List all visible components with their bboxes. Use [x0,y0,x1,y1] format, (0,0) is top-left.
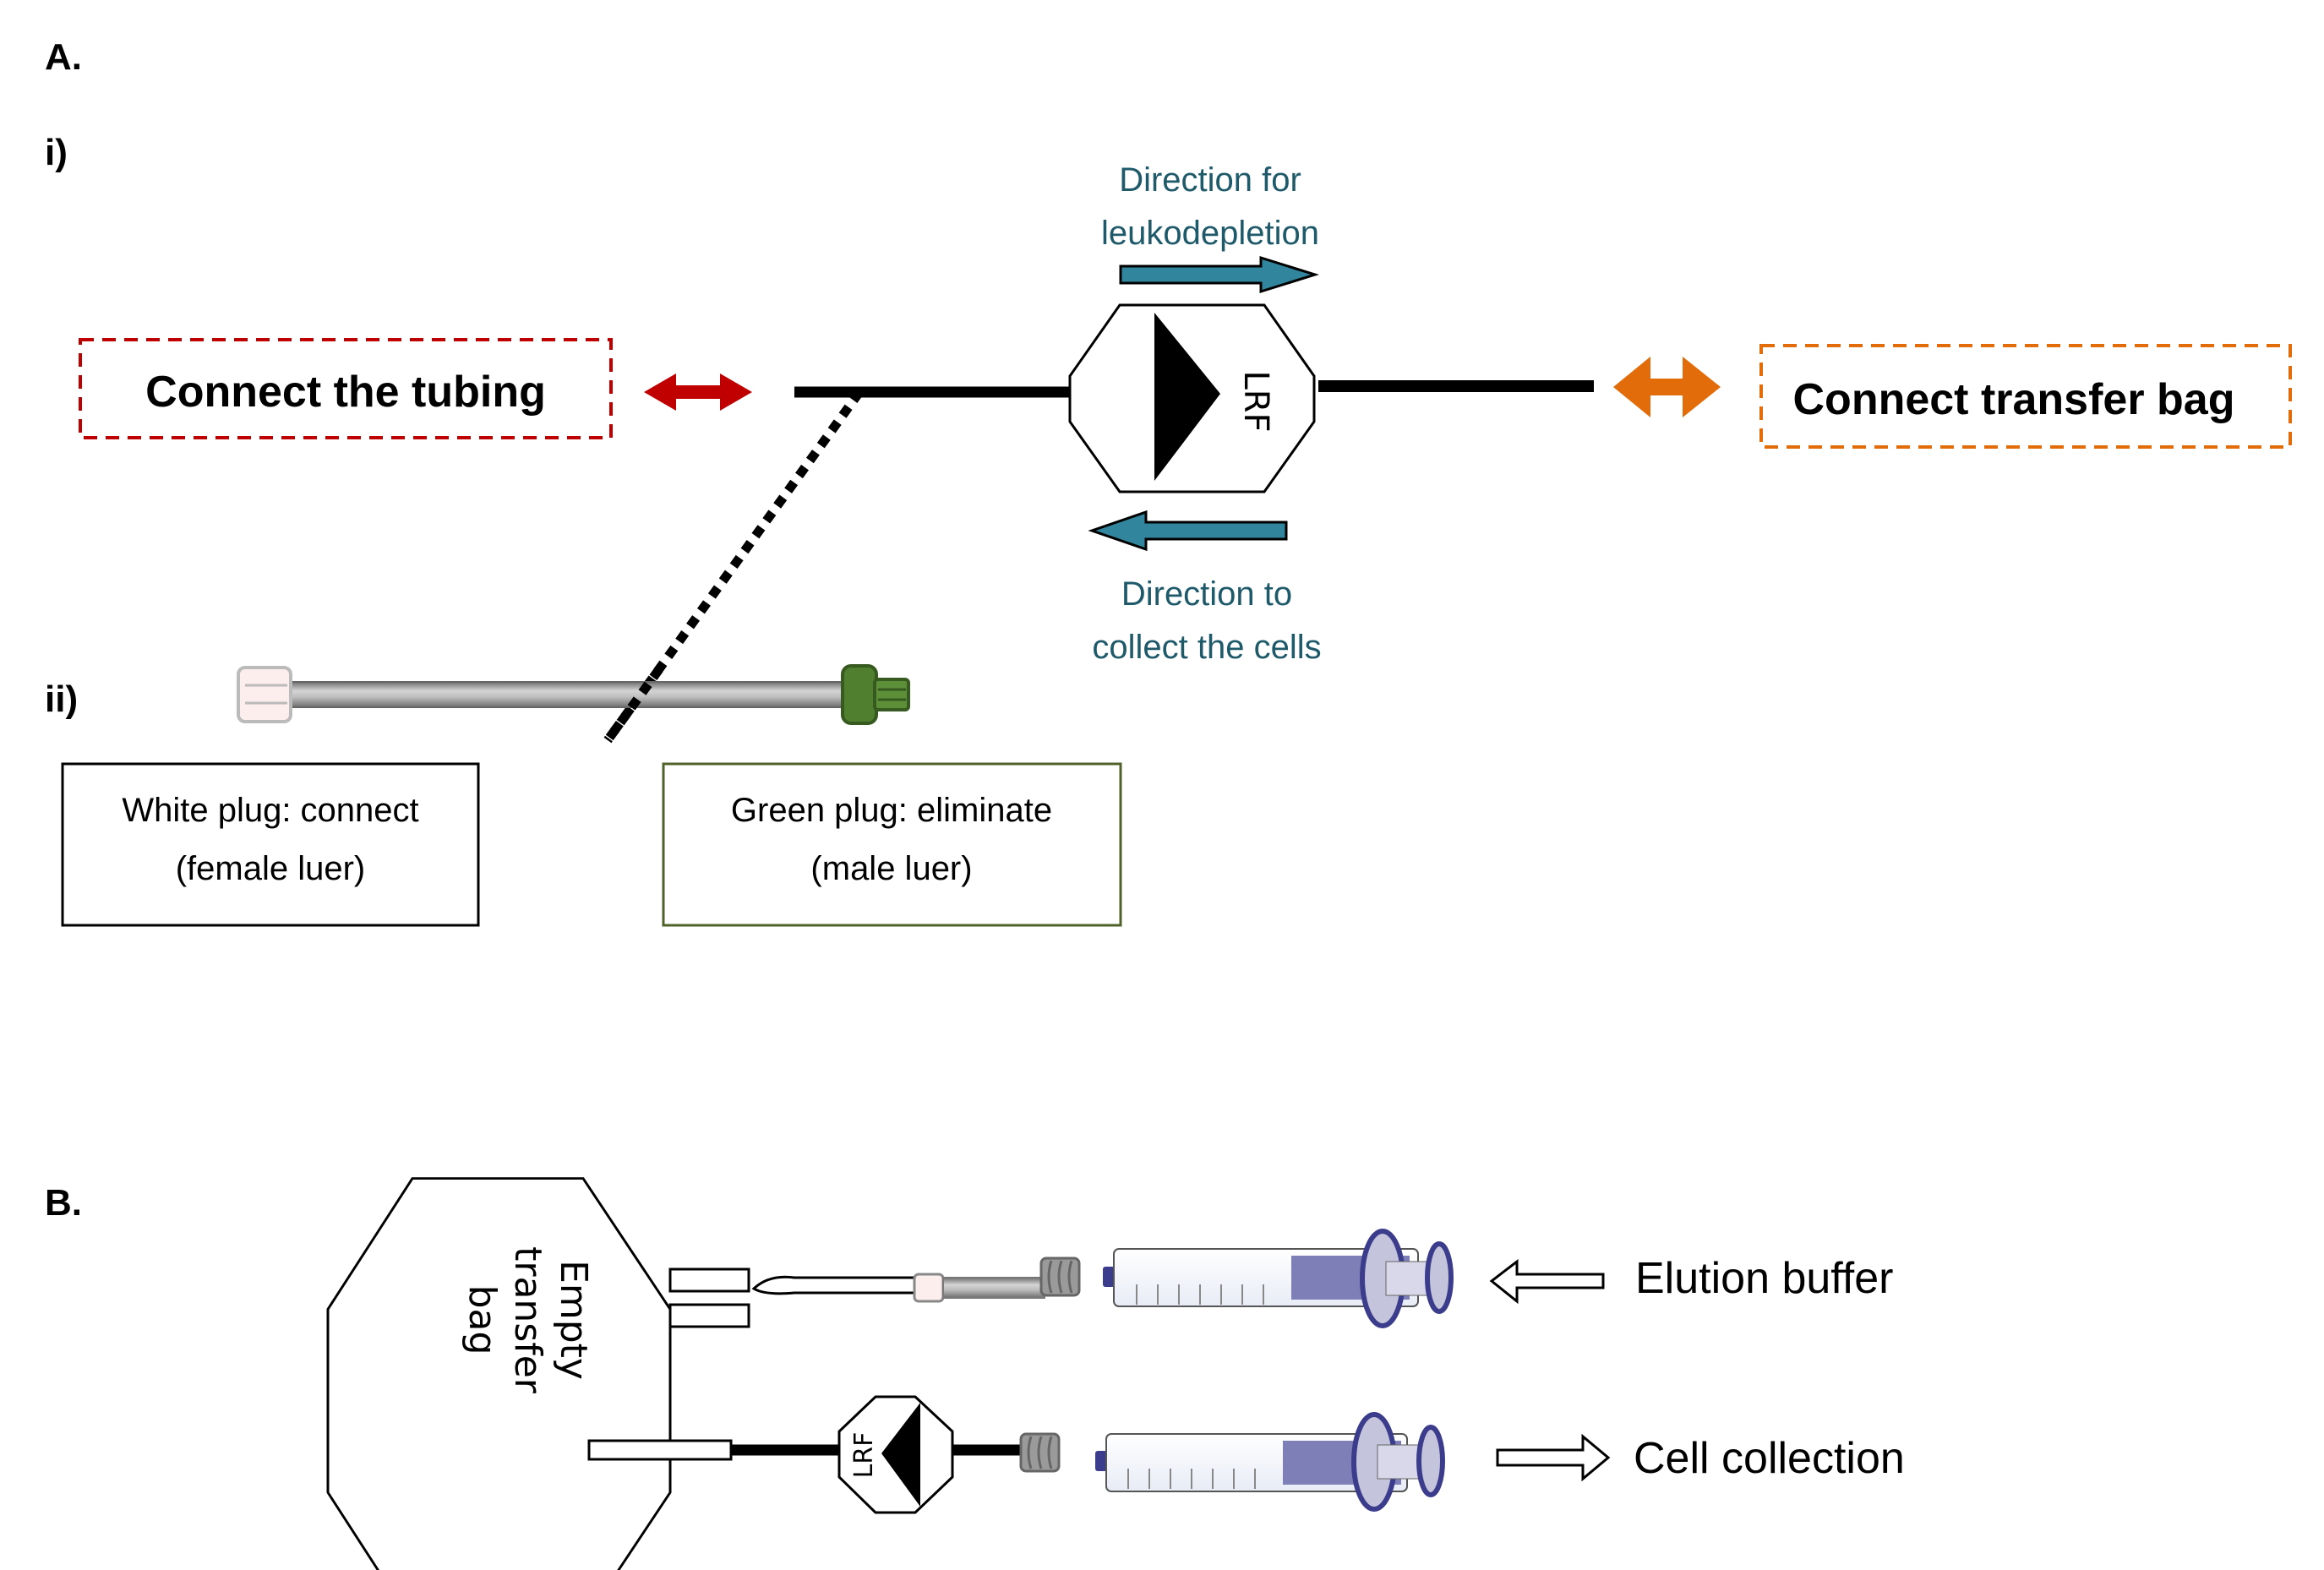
transfer-bag: Empty transfer bag [326,1177,750,1570]
leukodepletion-direction-arrow-icon [1119,255,1320,294]
spike-icon [751,1275,917,1295]
connect-tubing-callout: Connect the tubing [79,338,613,439]
white-plug-line2: (female luer) [176,850,366,887]
filter-triangle-icon [1154,313,1220,481]
bag-line1: Empty [552,1260,595,1380]
connect-bag-box [1759,344,2292,449]
connect-bag-label: Connect transfer bag [1793,375,2235,424]
bag-octagon [326,1177,672,1570]
lrf-small-label: LRF [849,1432,879,1479]
tubing-segment [285,681,844,708]
subpanel-ii-label: ii) [45,679,78,720]
white-plug-icon [237,666,292,723]
white-plug-line1: White plug: connect [122,792,418,829]
connect-tubing-box [79,338,613,439]
cell-collection-label: Cell collection [1634,1434,1905,1483]
lrf-filter: LRF [1068,303,1316,493]
elution-arrow-left-icon [1489,1258,1605,1305]
green-plug-line1: Green plug: eliminate [731,792,1052,829]
lrf-filter-small: LRF [837,1395,954,1514]
direction-collect-line2: collect the cells [1092,629,1321,666]
grey-connector-icon [1039,1257,1081,1297]
tubing-assembly [237,664,910,725]
bag-line3: bag [461,1285,504,1355]
green-plug-box [662,762,1122,927]
collect-direction-arrow-icon [1088,510,1288,552]
elution-buffer-label: Elution buffer [1635,1254,1893,1303]
bag-outlet-port [587,1439,733,1461]
orange-double-arrow-icon [1613,357,1721,417]
dotted-connection-line-lower [603,666,663,744]
panel-b-label: B. [45,1182,82,1224]
green-plug-icon [841,664,910,725]
bag-port-1 [668,1267,750,1293]
collection-arrow-right-icon [1496,1433,1611,1482]
white-plug-box [61,762,480,927]
direction-collect-line1: Direction to [1121,575,1292,613]
white-plug-callout: White plug: connect (female luer) [61,762,480,927]
spike-assembly [751,1257,1081,1303]
direction-leukodepletion-line2: leukodepletion [1101,215,1319,252]
red-double-arrow-icon [644,373,752,411]
connect-tubing-label: Connect the tubing [145,368,546,417]
white-luer-icon [913,1273,945,1303]
extension-tube [942,1277,1045,1299]
direction-leukodepletion-line1: Direction for [1119,161,1301,199]
connect-bag-callout: Connect transfer bag [1759,344,2292,449]
panel-a-label: A. [45,36,82,78]
green-plug-callout: Green plug: eliminate (male luer) [662,762,1122,927]
lrf-label: LRF [1236,370,1275,432]
grey-connector-bottom-icon [1019,1432,1061,1473]
bag-port-2 [668,1303,750,1328]
subpanel-i-label: i) [45,132,68,173]
syringe-bottom-icon [1095,1412,1445,1512]
syringe-top-icon [1103,1229,1454,1328]
filter-triangle-small-icon [881,1403,920,1507]
bag-line2: transfer [506,1246,549,1394]
green-plug-line2: (male luer) [810,850,972,887]
